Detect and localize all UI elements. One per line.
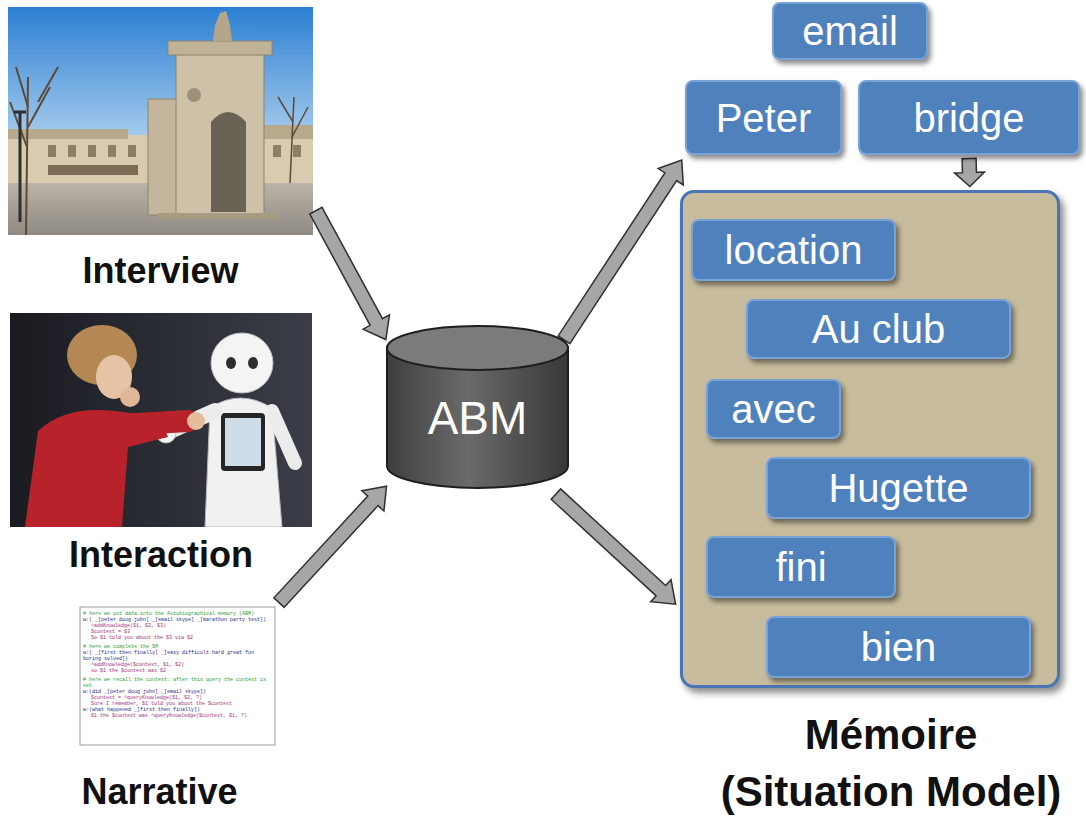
code-line: # here we recall the context: after this… xyxy=(83,677,272,689)
bare-tree xyxy=(290,97,294,183)
windows xyxy=(293,145,301,157)
person-arm xyxy=(120,421,188,425)
word-box: bridge xyxy=(858,80,1080,155)
robot-eye xyxy=(226,357,236,369)
word-box: Peter xyxy=(685,80,842,155)
gate-statue xyxy=(213,11,232,41)
block-arrow xyxy=(954,158,984,186)
windows xyxy=(128,145,136,157)
code-line: w:(what happened _[first then finally]) xyxy=(83,707,272,713)
word-label: location xyxy=(725,229,863,271)
word-label: Au club xyxy=(812,308,945,350)
roofline xyxy=(8,129,128,139)
word-box: fini xyxy=(706,536,896,598)
block-arrow xyxy=(551,489,675,604)
bare-tree xyxy=(278,97,293,122)
gate-base xyxy=(158,213,278,219)
block-arrow xyxy=(558,160,683,344)
block-arrow xyxy=(310,207,390,339)
windows xyxy=(68,145,76,157)
gate-pillar xyxy=(176,51,264,217)
cylinder-top xyxy=(387,326,568,370)
word-box: email xyxy=(772,2,928,60)
roofline xyxy=(258,125,313,139)
awning xyxy=(48,165,138,175)
robot-screen xyxy=(225,418,261,466)
windows xyxy=(273,145,281,157)
gate-ornament xyxy=(187,88,201,102)
word-label: avec xyxy=(731,388,816,430)
panel-heading: Mémoire (Situation Model) xyxy=(712,707,1070,820)
code-line: so $1 the $context was $2 xyxy=(83,668,272,674)
word-box: Au club xyxy=(746,299,1011,359)
code-listing xyxy=(80,607,275,745)
code-line: # here we put data into the Autobiograph… xyxy=(83,611,272,617)
code-line: $context = $3 xyxy=(83,629,272,635)
person-hand xyxy=(187,412,205,430)
word-box: avec xyxy=(706,379,841,439)
code-line: ^addKnowledge($context, $1, $2) xyxy=(83,662,272,668)
bare-tree xyxy=(10,67,58,235)
code-line: So $1 told you about the $3 via $2 xyxy=(83,635,272,641)
word-box: location xyxy=(691,219,896,281)
windows xyxy=(48,145,56,157)
robot-tablet xyxy=(221,413,265,471)
word-box: bien xyxy=(766,616,1031,678)
photo-panel: Narrative xyxy=(80,607,275,745)
word-label: fini xyxy=(775,546,826,588)
database-label: ABM xyxy=(428,395,528,441)
room xyxy=(10,313,312,527)
code-line: w:( _[peter doug john] _[email skype] _[… xyxy=(83,617,272,623)
word-box: Hugette xyxy=(766,457,1031,519)
code-line: Sure I remember, $1 told you about the $… xyxy=(83,701,272,707)
word-label: Peter xyxy=(716,97,812,139)
code-page xyxy=(80,607,275,745)
person-hand xyxy=(120,387,140,407)
block-arrow xyxy=(274,486,387,607)
robot-arm xyxy=(272,411,295,463)
code-line: w:( _[first then finally] _[easy difficu… xyxy=(83,650,272,662)
robot-head xyxy=(211,333,273,393)
gate-arch xyxy=(211,112,246,212)
panel-caption: Narrative xyxy=(81,770,237,813)
code-line: $context = ^queryKnowledge($1, $2, ?) xyxy=(83,695,272,701)
code-text: # here we put data into the Autobiograph… xyxy=(83,611,272,719)
gate-cornice xyxy=(168,41,272,55)
bare-tree xyxy=(278,97,308,183)
lamp-post xyxy=(14,112,26,222)
bare-tree xyxy=(28,87,50,127)
bare-tree xyxy=(16,67,28,107)
word-label: bridge xyxy=(913,97,1024,139)
bare-tree xyxy=(38,67,58,102)
word-label: Hugette xyxy=(828,467,968,509)
memory-panel: locationAu clubavecHugettefinibienMémoir… xyxy=(680,190,1060,688)
panel-caption: Interview xyxy=(82,249,238,292)
code-line: $1 the $context was ^queryKnowledge($con… xyxy=(83,713,272,719)
bare-tree xyxy=(292,107,308,137)
windows xyxy=(108,145,116,157)
panel-caption: Interaction xyxy=(69,533,253,576)
database-cylinder: ABM xyxy=(385,325,570,490)
word-label: email xyxy=(802,10,898,52)
photo-panel: Interaction xyxy=(10,313,312,527)
robot-eye xyxy=(248,357,258,369)
photo-panel: Interview xyxy=(8,7,313,235)
code-line: # here we complete the SM xyxy=(83,644,272,650)
code-line: w:(did _[peter doug john] _[email skype]… xyxy=(83,689,272,695)
code-line: ^addKnowledge($1, $2, $3) xyxy=(83,623,272,629)
word-label: bien xyxy=(861,626,937,668)
plaza-photo xyxy=(8,7,313,235)
windows xyxy=(88,145,96,157)
interaction-photo xyxy=(10,313,312,527)
